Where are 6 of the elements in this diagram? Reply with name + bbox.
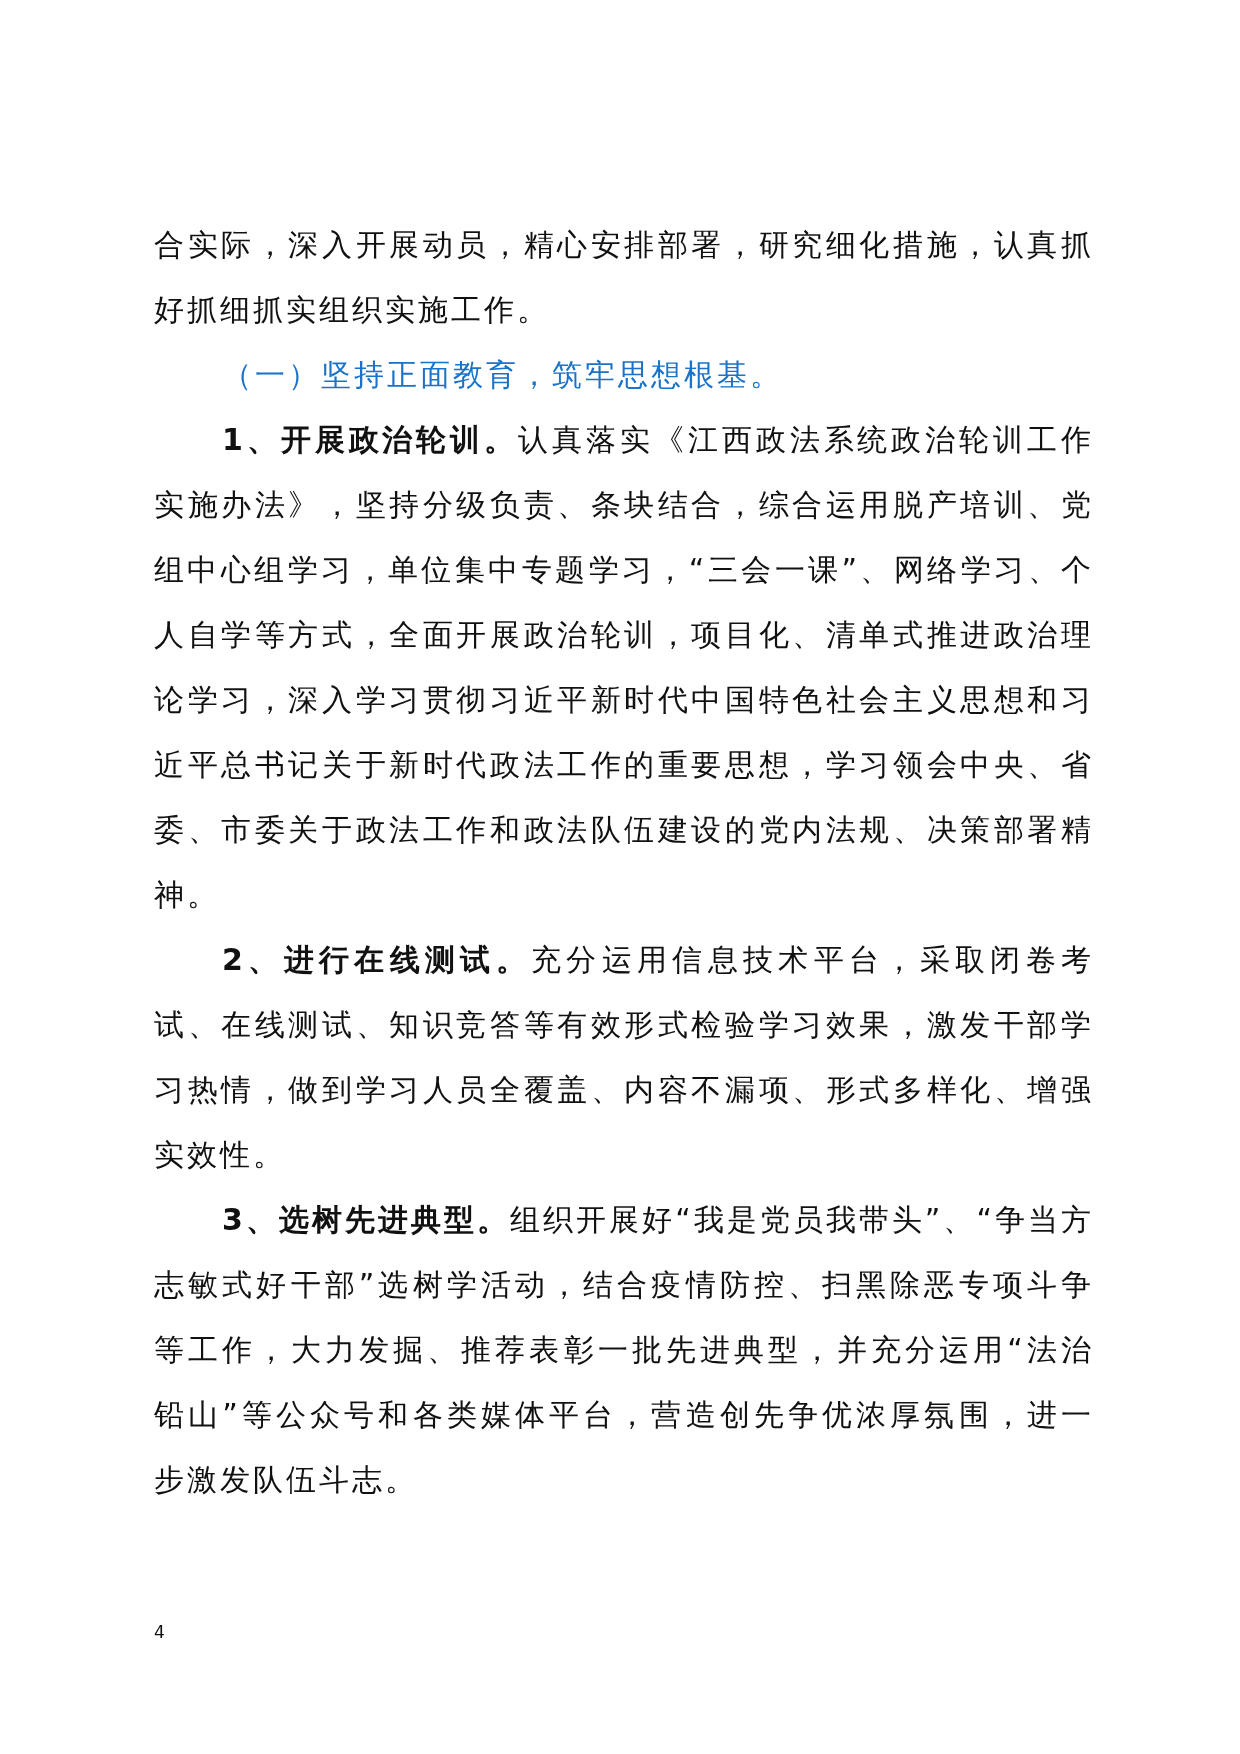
paragraph: 1、开展政治轮训。认真落实《江西政法系统政治轮训工作实施办法》，坚持分级负责、条块结合，综合运用脱产培训、党组中心组学习，单位集中专题学习，“三会一课”、网络学习、个人自学等方式，全面开展政治轮训，项目化、清单式推进政治理论学习，深入学习贯彻习近平新时代中国特色社会主义思想和习近平总书记关于新时代政法工作的重要思想，学习领会中央、省委、市委关于政法工作和政法队伍建设的党内法规、决策部署精神。 bbox=[154, 421, 1094, 914]
section-heading: （一）坚持正面教育，筑牢思想根基。 bbox=[221, 356, 784, 394]
page-number: 4 bbox=[154, 1622, 165, 1642]
paragraph: 2、进行在线测试。充分运用信息技术平台，采取闭卷考试、在线测试、知识竞答等有效形式检验学习效果，激发干部学习热情，做到学习人员全覆盖、内容不漏项、形式多样化、增强实效性。 bbox=[154, 941, 1094, 1174]
paragraph: 3、选树先进典型。组织开展好“我是党员我带头”、“争当方志敏式好干部”选树学活动，结合疫情防控、扫黑除恶专项斗争等工作，大力发掘、推荐表彰一批先进典型，并充分运用“法治铅山”等公众号和各类媒体平台，营造创先争优浓厚氛围，进一步激发队伍斗志。 bbox=[154, 1201, 1094, 1499]
paragraph: 合实际，深入开展动员，精心安排部署，研究细化措施，认真抓好抓细抓实组织实施工作。 bbox=[154, 226, 1094, 329]
